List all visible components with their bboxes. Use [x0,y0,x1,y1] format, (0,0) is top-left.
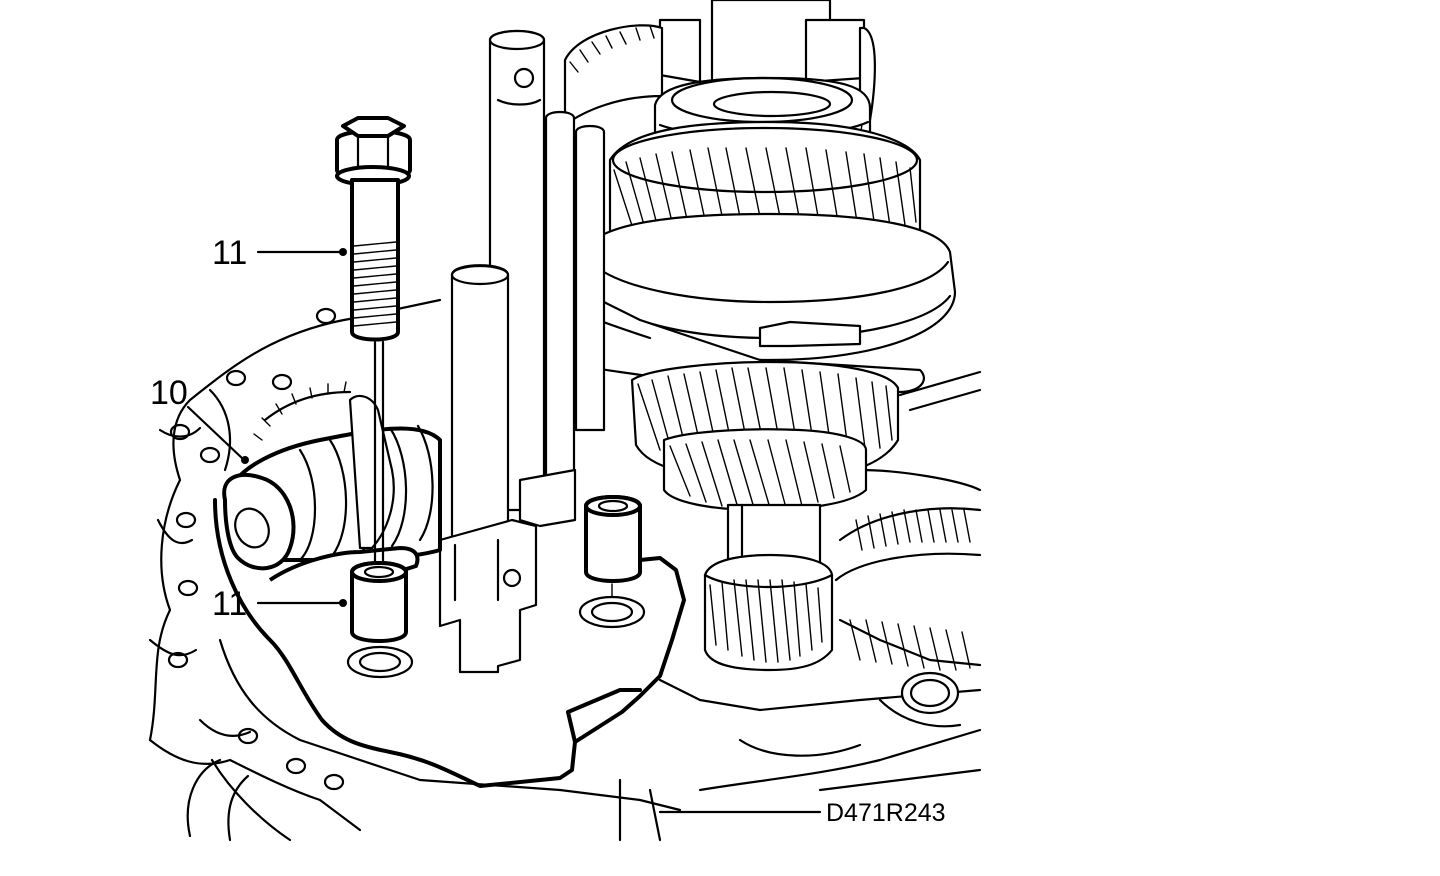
bushing-seat-right [578,583,646,629]
callout-leaders [186,248,822,814]
selector-drum-item-10 [222,381,442,582]
flange-bolt-item-11 [335,116,412,564]
countershaft-gear-cluster [834,370,982,671]
right-gear-teeth [849,509,971,671]
shift-rail-middle [544,110,606,502]
bushing-seat-left [346,645,414,679]
callout-11-top: 11 [212,234,247,272]
lower-helical-gear [630,360,900,512]
flange-bolt-holes [167,307,345,791]
shift-rail-front [450,264,510,542]
callout-10: 10 [150,374,188,412]
transmission-housing [148,298,982,842]
sleeve-bushing-right [584,495,642,583]
figure-code: D471R243 [826,799,946,827]
rail-bracket [438,468,577,674]
output-shaft-gear [703,503,834,672]
housing-gasket-outline [213,498,686,788]
callout-11-bottom: 11 [212,585,247,623]
sleeve-bushing-left [350,561,408,643]
